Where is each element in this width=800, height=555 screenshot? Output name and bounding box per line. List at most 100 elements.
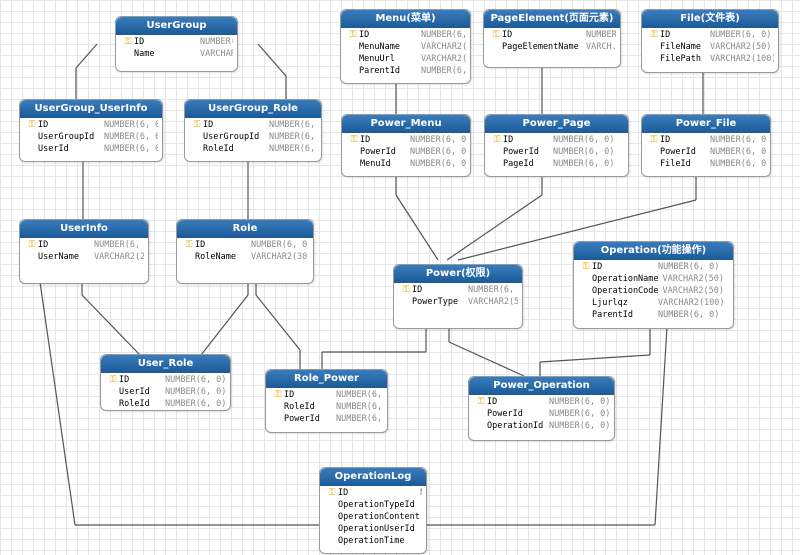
table-title: Operation(功能操作)	[574, 242, 733, 260]
column-type: NUMBER(6, 0)	[410, 135, 466, 145]
column-type: NUMBER(6, 0)	[251, 240, 309, 250]
primary-key-icon: ⚿	[124, 37, 132, 47]
column-name: ID	[660, 30, 671, 40]
column-row[interactable]: OperationUserId...	[326, 523, 422, 535]
column-type: NUMBER(6, 0)	[549, 421, 610, 431]
column-name: ID	[338, 488, 349, 498]
column-type: NUMBER(6, 0)	[410, 159, 466, 169]
column-type: NUMBER(6, 0)	[553, 135, 615, 145]
primary-key-icon: ⚿	[28, 120, 36, 130]
column-row[interactable]: OperationContent...	[326, 511, 422, 523]
primary-key-icon: ⚿	[349, 30, 357, 40]
link-userinfo-operationlog	[39, 281, 76, 526]
table-title: Menu(菜单)	[341, 10, 470, 28]
column-name: PowerId	[360, 147, 396, 157]
column-name: UserGroupId	[38, 132, 95, 142]
link-usergroup-usergroup-userinfo	[75, 43, 98, 69]
primary-key-icon: ⚿	[402, 285, 410, 295]
column-type: NUMBER(6, 0)	[269, 132, 317, 142]
column-name: OperationTypeId	[338, 500, 415, 510]
table-title: PageElement(页面元素)	[484, 10, 620, 28]
primary-key-icon: ⚿	[477, 397, 485, 407]
column-name: ID	[503, 135, 514, 145]
link-userinfo-user-role	[81, 294, 141, 356]
column-type: VARCHAR2(100)	[710, 54, 774, 64]
link-usergroup-usergroup-role	[257, 43, 287, 77]
column-name: FileName	[660, 42, 701, 52]
column-row[interactable]: OperationTime.....	[326, 535, 422, 547]
column-type: NUMBER(6, 0)	[586, 30, 616, 40]
column-row[interactable]: OperationTypeId...	[326, 499, 422, 511]
column-type: NUMBER(6, 0)	[165, 387, 226, 397]
primary-key-icon: ⚿	[328, 488, 336, 498]
